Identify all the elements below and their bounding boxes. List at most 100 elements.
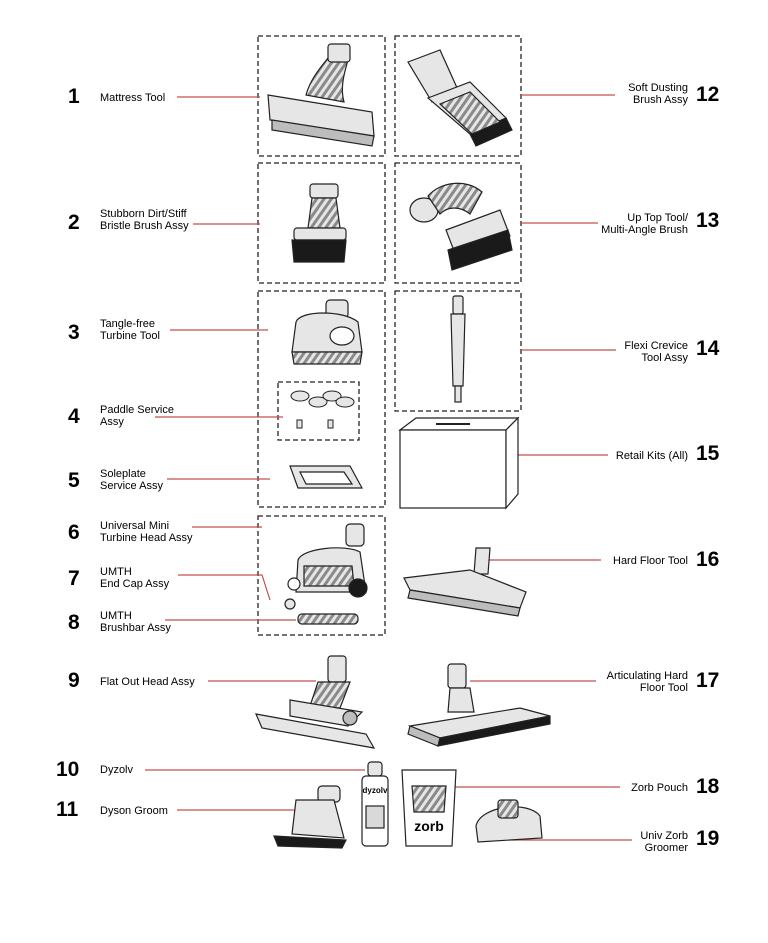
callout-number-2: 2 bbox=[68, 211, 80, 234]
zorb-label-text: zorb bbox=[414, 818, 444, 834]
part-name-line: Soft Dusting bbox=[628, 82, 688, 94]
part-name-line: Soleplate bbox=[100, 468, 146, 480]
callout-number-15: 15 bbox=[696, 442, 720, 465]
callout-number-5: 5 bbox=[68, 469, 80, 492]
callout-label-3: Tangle-free Turbine Tool bbox=[100, 318, 160, 342]
dyzolv-label-text: dyzolv bbox=[362, 786, 388, 795]
soft-dusting-brush-illustration bbox=[407, 49, 513, 147]
stiff-bristle-brush-illustration bbox=[291, 183, 347, 263]
callout-label-13: Up Top Tool/ Multi-Angle Brush bbox=[601, 212, 688, 236]
mattress-tool-illustration bbox=[267, 43, 375, 147]
callout-number-7: 7 bbox=[68, 567, 80, 590]
callout-number-10: 10 bbox=[56, 758, 80, 781]
hard-floor-tool-illustration bbox=[403, 547, 527, 617]
callout-label-14: Flexi Crevice Tool Assy bbox=[624, 340, 688, 364]
callout-number-6: 6 bbox=[68, 521, 80, 544]
callout-number-12: 12 bbox=[696, 83, 720, 106]
box-paddle-service bbox=[277, 381, 360, 441]
part-name-line: UMTH bbox=[100, 610, 132, 622]
part-name-line: Dyson Groom bbox=[100, 805, 168, 817]
part-name-line: Articulating Hard bbox=[606, 670, 688, 682]
part-name-line: Dyzolv bbox=[100, 764, 134, 776]
dyzolv-bottle-illustration bbox=[361, 761, 389, 847]
callout-label-11: Dyson Groom bbox=[100, 805, 168, 817]
part-name-line: UMTH bbox=[100, 566, 132, 578]
part-name-line: Tool Assy bbox=[641, 352, 688, 364]
part-name-line: Service Assy bbox=[100, 480, 163, 492]
flexi-crevice-illustration bbox=[450, 295, 466, 403]
callout-number-14: 14 bbox=[696, 337, 720, 360]
callout-label-9: Flat Out Head Assy bbox=[100, 676, 195, 688]
leader-7 bbox=[178, 574, 271, 601]
callout-label-18: Zorb Pouch bbox=[631, 782, 688, 794]
part-name-line: Assy bbox=[100, 416, 124, 428]
part-name-line: Multi-Angle Brush bbox=[601, 224, 688, 236]
callout-label-1: Mattress Tool bbox=[100, 92, 165, 104]
callout-number-13: 13 bbox=[696, 209, 720, 232]
part-name-line: Floor Tool bbox=[639, 682, 688, 694]
turbine-tool-illustration bbox=[291, 299, 363, 365]
callout-label-5: Soleplate Service Assy bbox=[100, 468, 163, 492]
part-name-line: Flexi Crevice bbox=[624, 340, 688, 352]
part-name-line: End Cap Assy bbox=[100, 578, 170, 590]
part-name-line: Retail Kits (All) bbox=[615, 450, 688, 462]
callout-label-2: Stubborn Dirt/Stiff Bristle Brush Assy bbox=[100, 208, 189, 232]
callout-number-1: 1 bbox=[68, 85, 80, 108]
part-name-line: Bristle Brush Assy bbox=[100, 220, 189, 232]
callout-label-6: Universal Mini Turbine Head Assy bbox=[100, 520, 193, 544]
part-name-line: Paddle Service bbox=[100, 404, 174, 416]
retail-kit-illustration bbox=[398, 416, 520, 510]
callout-number-11: 11 bbox=[56, 798, 79, 821]
flat-out-head-illustration bbox=[255, 655, 376, 749]
callout-number-4: 4 bbox=[68, 405, 80, 428]
paddle-service-illustration bbox=[290, 390, 355, 429]
callout-number-9: 9 bbox=[68, 669, 80, 692]
part-name-line: Groomer bbox=[644, 842, 688, 854]
callout-label-7: UMTH End Cap Assy bbox=[100, 566, 169, 590]
zorb-pouch-illustration bbox=[401, 769, 457, 847]
mini-turbine-head-illustration bbox=[287, 523, 368, 598]
box-mattress-tool bbox=[257, 35, 386, 157]
callout-label-17: Articulating Hard Floor Tool bbox=[607, 670, 688, 694]
part-name-line: Stubborn Dirt/Stiff bbox=[100, 208, 187, 220]
part-name-line: Univ Zorb bbox=[640, 830, 688, 842]
callout-number-8: 8 bbox=[68, 611, 80, 634]
leader-lines bbox=[145, 94, 632, 841]
callout-number-17: 17 bbox=[696, 669, 720, 692]
part-name-line: Brushbar Assy bbox=[100, 622, 171, 634]
box-turbine-tool-group bbox=[257, 290, 386, 508]
part-name-line: Up Top Tool/ bbox=[627, 212, 688, 224]
end-cap-illustration bbox=[284, 598, 296, 610]
box-soft-dusting-brush bbox=[394, 35, 522, 157]
callout-label-10: Dyzolv bbox=[100, 764, 133, 776]
up-top-tool-illustration bbox=[409, 182, 513, 271]
callout-label-16: Hard Floor Tool bbox=[613, 555, 688, 567]
callout-number-16: 16 bbox=[696, 548, 720, 571]
callout-label-8: UMTH Brushbar Assy bbox=[100, 610, 171, 634]
callout-label-19: Univ Zorb Groomer bbox=[640, 830, 688, 854]
part-name-line: Flat Out Head Assy bbox=[100, 676, 195, 688]
part-name-line: Brush Assy bbox=[632, 94, 688, 106]
zorb-groomer-illustration bbox=[475, 799, 543, 843]
box-stiff-bristle-brush bbox=[257, 162, 386, 284]
part-name-line: Zorb Pouch bbox=[631, 782, 688, 794]
soleplate-illustration bbox=[289, 465, 364, 489]
box-flexi-crevice bbox=[394, 290, 522, 412]
part-name-line: Mattress Tool bbox=[100, 92, 166, 104]
dyson-groom-illustration bbox=[273, 785, 347, 849]
callout-label-12: Soft Dusting Brush Assy bbox=[628, 82, 688, 106]
part-name-line: Hard Floor Tool bbox=[613, 555, 688, 567]
part-name-line: Turbine Tool bbox=[100, 330, 160, 342]
brushbar-illustration bbox=[297, 613, 359, 625]
part-name-line: Universal Mini bbox=[100, 520, 170, 532]
callout-number-3: 3 bbox=[68, 321, 80, 344]
articulating-hard-floor-illustration bbox=[407, 663, 551, 747]
callout-number-19: 19 bbox=[696, 827, 720, 850]
part-name-line: Turbine Head Assy bbox=[100, 532, 193, 544]
callout-number-18: 18 bbox=[696, 775, 720, 798]
part-name-line: Tangle-free bbox=[100, 318, 156, 330]
callout-label-15: Retail Kits (All) bbox=[616, 450, 688, 462]
callout-label-4: Paddle Service Assy bbox=[100, 404, 174, 428]
